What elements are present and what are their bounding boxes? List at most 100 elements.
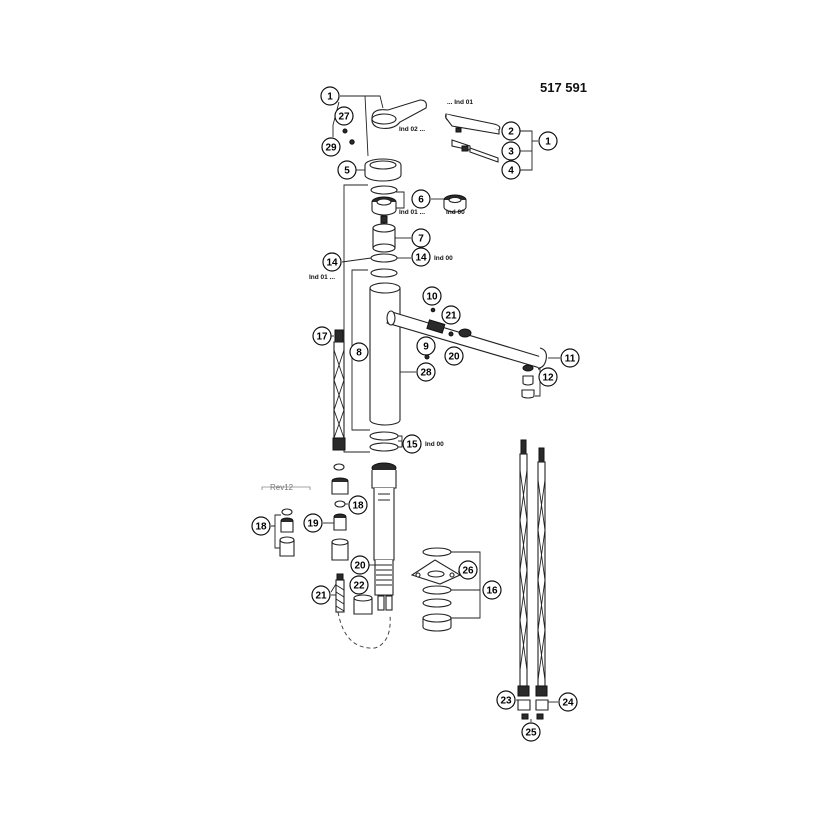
callout-number: 24 [562, 698, 574, 709]
callout-number: 8 [356, 348, 362, 359]
callout-number: 20 [354, 561, 366, 572]
callout-number: 18 [255, 522, 267, 533]
callout-7: 7 [411, 228, 431, 248]
callout-number: 18 [352, 501, 364, 512]
handle-screw-part [455, 127, 462, 133]
callout-19: 19 [303, 513, 323, 533]
callout-number: 23 [500, 696, 512, 707]
mounting-plate-part [410, 559, 462, 585]
callout-number: 25 [525, 728, 537, 739]
cartridge-nut-part [371, 196, 397, 216]
callout-number: 27 [338, 112, 350, 123]
index-label: Ind 00 [446, 209, 465, 216]
flex-hose-left-part [332, 329, 346, 451]
callout-8: 8 [349, 342, 369, 362]
callout-number: 21 [445, 311, 457, 322]
callout-number: 26 [462, 566, 474, 577]
callout-number: 29 [325, 143, 337, 154]
cartridge-nut-alt-part [443, 194, 467, 213]
hose-gasket-part [521, 713, 544, 720]
callout-number: 16 [486, 586, 498, 597]
callout-18: 18 [251, 516, 271, 536]
callout-18: 18 [348, 495, 368, 515]
callout-21: 21 [441, 305, 461, 325]
callout-number: 28 [420, 368, 432, 379]
rev12-group: Rev12 [261, 483, 311, 557]
callout-12: 12 [538, 367, 558, 387]
callout-number: 5 [344, 166, 350, 177]
callout-number: 11 [565, 354, 576, 365]
callout-number: 3 [508, 147, 514, 158]
callout-29: 29 [321, 137, 341, 157]
mounting-nut-part [422, 613, 452, 632]
nut-part [331, 538, 349, 561]
o-ring-lower-part [369, 431, 399, 452]
callout-1: 1 [538, 131, 558, 151]
document-code: 517 591 [540, 80, 587, 95]
index-label: Ind 01 ... [399, 209, 425, 216]
supply-hose-left-part [517, 439, 531, 711]
adapter-part [331, 477, 349, 495]
callout-9: 9 [416, 336, 436, 356]
aerator-part [521, 364, 535, 399]
washer-part [334, 500, 346, 508]
supply-hose-right-part [535, 447, 549, 711]
index-label: Ind 00 [434, 255, 453, 262]
reducer-part [333, 513, 347, 531]
callout-number: 15 [406, 440, 418, 451]
callout-28: 28 [416, 362, 436, 382]
callout-number: 7 [418, 234, 424, 245]
compression-nut-part [353, 594, 373, 615]
callout-2: 2 [501, 121, 521, 141]
lever-handle-part [371, 99, 427, 129]
callout-number: 22 [353, 581, 365, 592]
cap-ring-part [364, 158, 402, 182]
o-ring-top-part [370, 185, 398, 195]
callout-6: 6 [411, 189, 431, 209]
small-ball-part [424, 307, 454, 360]
callout-number: 19 [307, 519, 319, 530]
callout-number: 2 [508, 127, 514, 138]
index-label: ... Ind 01 [447, 99, 473, 106]
hose-end-part [335, 573, 345, 613]
callout-23: 23 [496, 690, 516, 710]
lever-handle-alt-part [445, 113, 501, 135]
index-labels: ... Ind 01 Ind 02 ... Ind 01 ... Ind 00 Ind … [309, 99, 473, 448]
callout-26: 26 [458, 560, 478, 580]
mounting-washer-part [422, 585, 452, 608]
small-screw-part [342, 128, 355, 145]
callout-14: 14 [322, 252, 342, 272]
callout-22: 22 [349, 575, 369, 595]
callout-24: 24 [558, 692, 578, 712]
callout-25: 25 [521, 722, 541, 742]
spout-part [386, 310, 547, 369]
callout-number: 17 [316, 332, 328, 343]
threaded-shank-part [371, 462, 397, 611]
mounting-o-ring-part [422, 547, 452, 557]
callout-20: 20 [350, 555, 370, 575]
callout-number: 14 [415, 253, 427, 264]
index-label: Ind 02 ... [399, 126, 425, 133]
callout-number: 4 [508, 166, 514, 177]
callout-20: 20 [444, 346, 464, 366]
callout-1: 1 [320, 86, 340, 106]
spout-insert-part [426, 319, 472, 338]
callout-21: 21 [311, 585, 331, 605]
index-label: Ind 00 [425, 441, 444, 448]
callout-5: 5 [337, 160, 357, 180]
callout-10: 10 [422, 286, 442, 306]
handle-lever-arm-part [451, 139, 499, 163]
callout-11: 11 [560, 348, 580, 368]
callout-number: 9 [423, 342, 429, 353]
callout-number: 12 [542, 373, 554, 384]
cartridge-part [372, 215, 396, 253]
callout-17: 17 [312, 326, 332, 346]
callout-number: 6 [418, 195, 424, 206]
callout-15: 15 [402, 434, 422, 454]
index-label: Ind 01 ... [309, 274, 335, 281]
callout-number: 1 [545, 137, 551, 148]
callout-27: 27 [334, 106, 354, 126]
callout-number: 21 [315, 591, 327, 602]
